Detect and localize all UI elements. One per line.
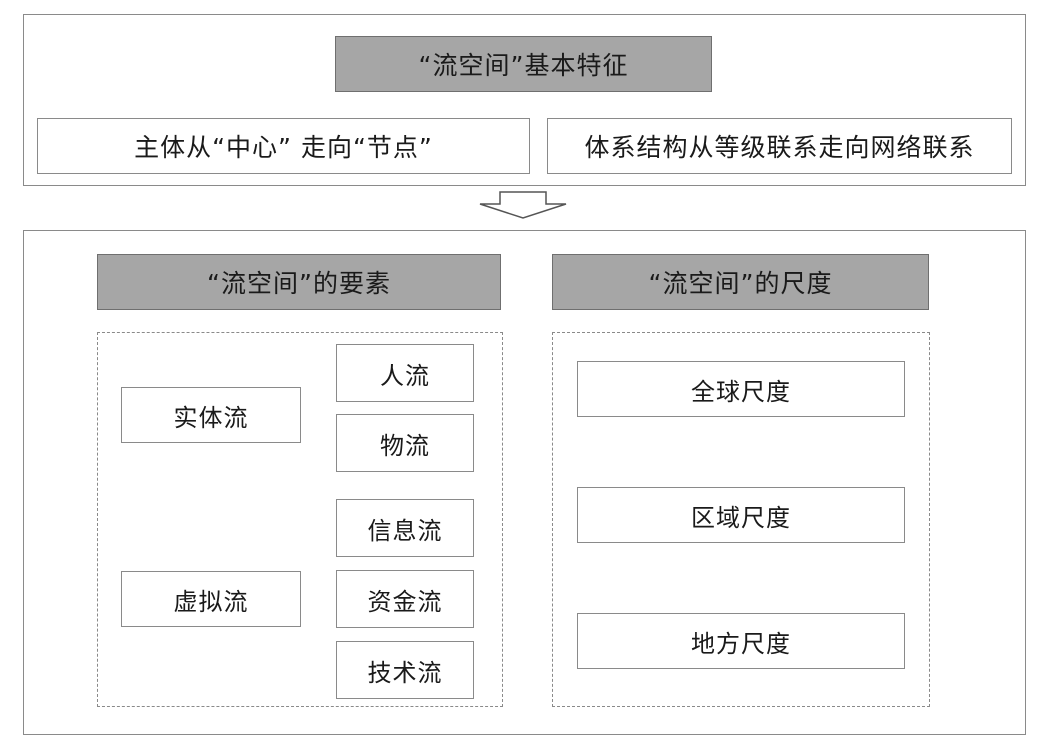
down-arrow-icon — [479, 191, 567, 219]
solid-flow-box: 实体流 — [121, 387, 301, 443]
features-title: “流空间”基本特征 — [335, 36, 712, 92]
elements-header: “流空间”的要素 — [97, 254, 501, 310]
virtual-flow-box: 虚拟流 — [121, 571, 301, 627]
feature-network-structure: 体系结构从等级联系走向网络联系 — [547, 118, 1012, 174]
global-scale-box: 全球尺度 — [577, 361, 905, 417]
technology-flow-box: 技术流 — [336, 641, 474, 699]
capital-flow-box: 资金流 — [336, 570, 474, 628]
elements-dashed-group — [97, 332, 503, 707]
scale-header: “流空间”的尺度 — [552, 254, 929, 310]
people-flow-box: 人流 — [336, 344, 474, 402]
information-flow-box: 信息流 — [336, 499, 474, 557]
goods-flow-box: 物流 — [336, 414, 474, 472]
feature-node-center: 主体从“中心” 走向“节点” — [37, 118, 530, 174]
local-scale-box: 地方尺度 — [577, 613, 905, 669]
scale-dashed-group — [552, 332, 930, 707]
regional-scale-box: 区域尺度 — [577, 487, 905, 543]
